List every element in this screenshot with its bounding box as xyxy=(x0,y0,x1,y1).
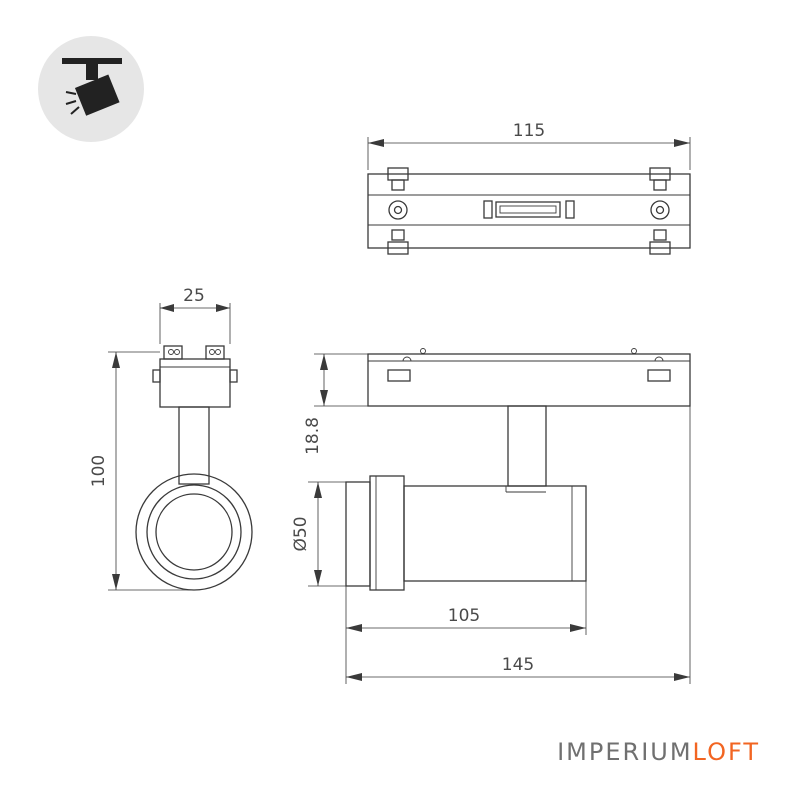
dimension-label-diameter-50: Ø50 xyxy=(291,516,311,551)
dimension-diameter-50: Ø50 xyxy=(291,481,346,587)
brand-name-accent: LOFT xyxy=(693,738,760,766)
dimension-label-18-8: 18.8 xyxy=(303,417,323,455)
brand-logo: IMPERIUMLOFT xyxy=(557,738,760,766)
dimension-label-100: 100 xyxy=(89,455,109,487)
dimension-18-8: 18.8 xyxy=(303,353,508,455)
front-view xyxy=(135,345,253,591)
top-view xyxy=(367,167,691,255)
dimension-label-115: 115 xyxy=(513,121,545,141)
dimension-25: 25 xyxy=(159,286,231,344)
dimension-115: 115 xyxy=(367,121,691,170)
dimension-label-145: 145 xyxy=(502,655,534,675)
dimension-145: 145 xyxy=(345,406,691,684)
dimension-100: 100 xyxy=(89,351,194,591)
brand-name-primary: IMPERIUM xyxy=(557,738,692,766)
side-view xyxy=(345,348,691,591)
dimension-105: 105 xyxy=(345,581,587,635)
dimension-label-25: 25 xyxy=(183,286,205,306)
track-spotlight-icon xyxy=(38,36,144,142)
dimension-label-105: 105 xyxy=(448,606,480,626)
